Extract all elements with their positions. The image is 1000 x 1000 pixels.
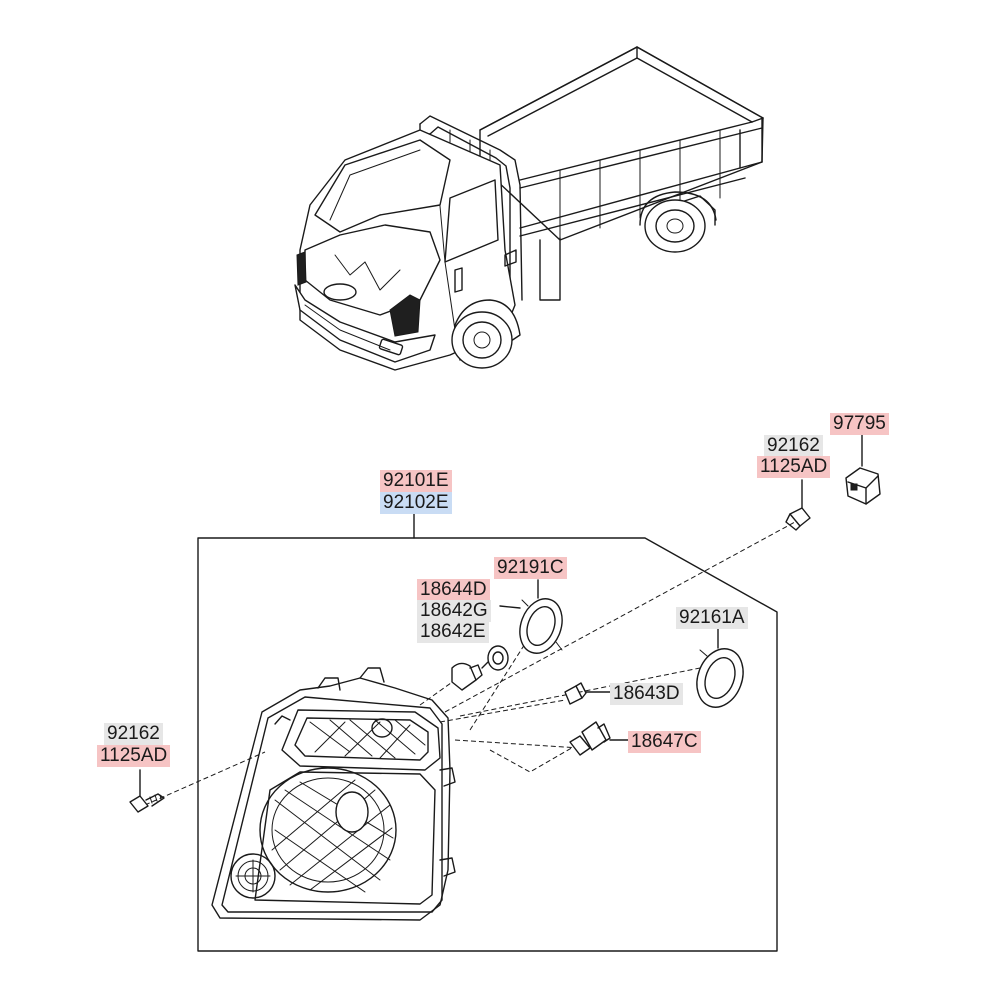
- label-cap-small[interactable]: 92191C: [494, 557, 567, 579]
- cargo-bed: [479, 46, 764, 301]
- front-wheel: [451, 299, 521, 369]
- headlamp-assembly: [211, 667, 456, 921]
- headlamp-bulb[interactable]: [569, 721, 629, 756]
- label-headlamp-bulb[interactable]: 18647C: [628, 731, 701, 753]
- bolt-left[interactable]: [129, 769, 165, 813]
- position-bulb[interactable]: [451, 662, 483, 691]
- label-bulb-position-alt2[interactable]: 18642E: [417, 621, 489, 643]
- rear-wheel: [639, 191, 717, 253]
- label-bracket[interactable]: 97795: [830, 413, 889, 435]
- screw-top[interactable]: [785, 479, 811, 531]
- truck-illustration: [294, 46, 764, 371]
- label-assembly-lh[interactable]: 92101E: [380, 470, 452, 492]
- label-side-bulb[interactable]: 18643D: [610, 683, 683, 705]
- dust-cap-small[interactable]: [513, 593, 570, 659]
- bulb-socket[interactable]: [481, 645, 509, 671]
- label-bolt-left-screw[interactable]: 1125AD: [97, 745, 171, 767]
- label-assembly-rh[interactable]: 92102E: [380, 492, 452, 514]
- headlamp-right-marker: [389, 294, 421, 337]
- label-bulb-position[interactable]: 18644D: [417, 579, 490, 601]
- mounting-bracket[interactable]: [845, 432, 881, 505]
- label-bolt-top-part[interactable]: 92162: [764, 435, 823, 457]
- label-bolt-left-part[interactable]: 92162: [104, 723, 163, 745]
- label-bulb-position-alt1[interactable]: 18642G: [417, 600, 491, 622]
- leader-lines: [144, 521, 796, 806]
- assembly-frame: [197, 513, 778, 952]
- side-bulb[interactable]: [564, 682, 611, 705]
- dust-cap-large[interactable]: [689, 642, 751, 713]
- headlamp-left-marker: [296, 251, 307, 286]
- truck-cab: [294, 129, 517, 371]
- label-bolt-top-screw[interactable]: 1125AD: [757, 456, 831, 478]
- label-cap-large[interactable]: 92161A: [676, 607, 748, 629]
